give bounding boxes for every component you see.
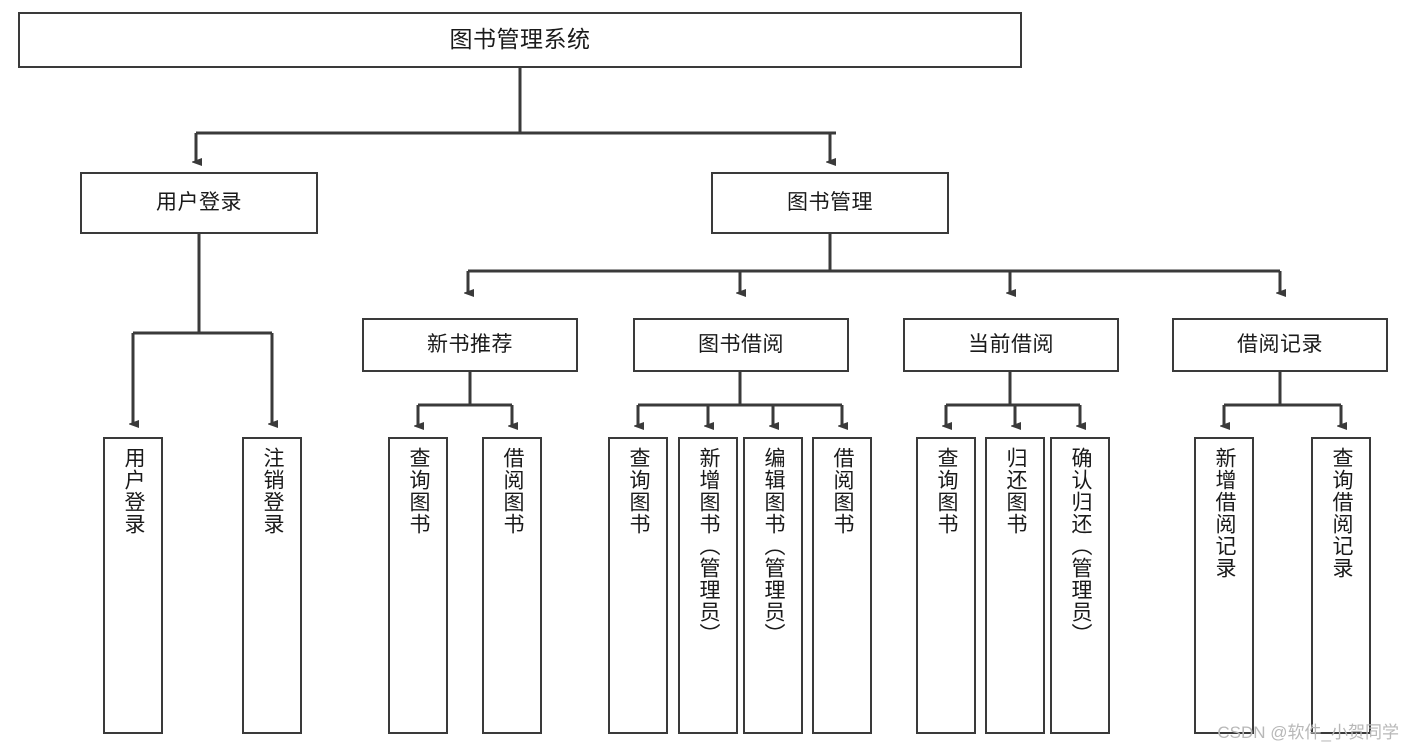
node-leaf-query-record[interactable]: 查询借阅记录 — [1311, 437, 1371, 734]
node-book-manage[interactable]: 图书管理 — [711, 172, 949, 234]
node-label: 确认归还（管理员） — [1069, 447, 1093, 645]
node-leaf-add-book[interactable]: 新增图书（管理员） — [678, 437, 738, 734]
node-label: 用户登录 — [122, 447, 146, 535]
watermark: CSDN @软件_小贺同学 — [1217, 723, 1399, 742]
node-current-borrow[interactable]: 当前借阅 — [903, 318, 1119, 372]
node-label: 借阅图书 — [831, 447, 855, 535]
node-leaf-borrow-book-2[interactable]: 借阅图书 — [812, 437, 872, 734]
node-root-system[interactable]: 图书管理系统 — [18, 12, 1022, 68]
node-leaf-query-book-1[interactable]: 查询图书 — [388, 437, 448, 734]
node-label: 图书管理系统 — [449, 26, 591, 53]
node-leaf-confirm-return[interactable]: 确认归还（管理员） — [1050, 437, 1110, 734]
node-user-login[interactable]: 用户登录 — [80, 172, 318, 234]
node-label: 查询图书 — [935, 447, 959, 535]
node-label: 新增图书（管理员） — [697, 447, 721, 645]
node-new-book-recommend[interactable]: 新书推荐 — [362, 318, 578, 372]
node-label: 当前借阅 — [968, 333, 1054, 357]
node-label: 查询借阅记录 — [1330, 447, 1354, 579]
node-label: 用户登录 — [156, 191, 242, 215]
node-label: 查询图书 — [407, 447, 431, 535]
node-label: 图书管理 — [787, 191, 873, 215]
node-label: 借阅图书 — [501, 447, 525, 535]
node-label: 新书推荐 — [427, 333, 513, 357]
node-leaf-logout-login[interactable]: 注销登录 — [242, 437, 302, 734]
node-leaf-query-book-3[interactable]: 查询图书 — [916, 437, 976, 734]
node-label: 注销登录 — [261, 447, 285, 535]
node-label: 图书借阅 — [698, 333, 784, 357]
node-book-borrow[interactable]: 图书借阅 — [633, 318, 849, 372]
node-leaf-borrow-book-1[interactable]: 借阅图书 — [482, 437, 542, 734]
node-leaf-add-record[interactable]: 新增借阅记录 — [1194, 437, 1254, 734]
node-label: 新增借阅记录 — [1213, 447, 1237, 579]
node-label: 借阅记录 — [1237, 333, 1323, 357]
node-leaf-return-book[interactable]: 归还图书 — [985, 437, 1045, 734]
node-leaf-user-login[interactable]: 用户登录 — [103, 437, 163, 734]
node-label: 归还图书 — [1004, 447, 1028, 535]
node-leaf-edit-book[interactable]: 编辑图书（管理员） — [743, 437, 803, 734]
node-label: 查询图书 — [627, 447, 651, 535]
node-label: 编辑图书（管理员） — [762, 447, 786, 645]
node-borrow-record[interactable]: 借阅记录 — [1172, 318, 1388, 372]
node-leaf-query-book-2[interactable]: 查询图书 — [608, 437, 668, 734]
